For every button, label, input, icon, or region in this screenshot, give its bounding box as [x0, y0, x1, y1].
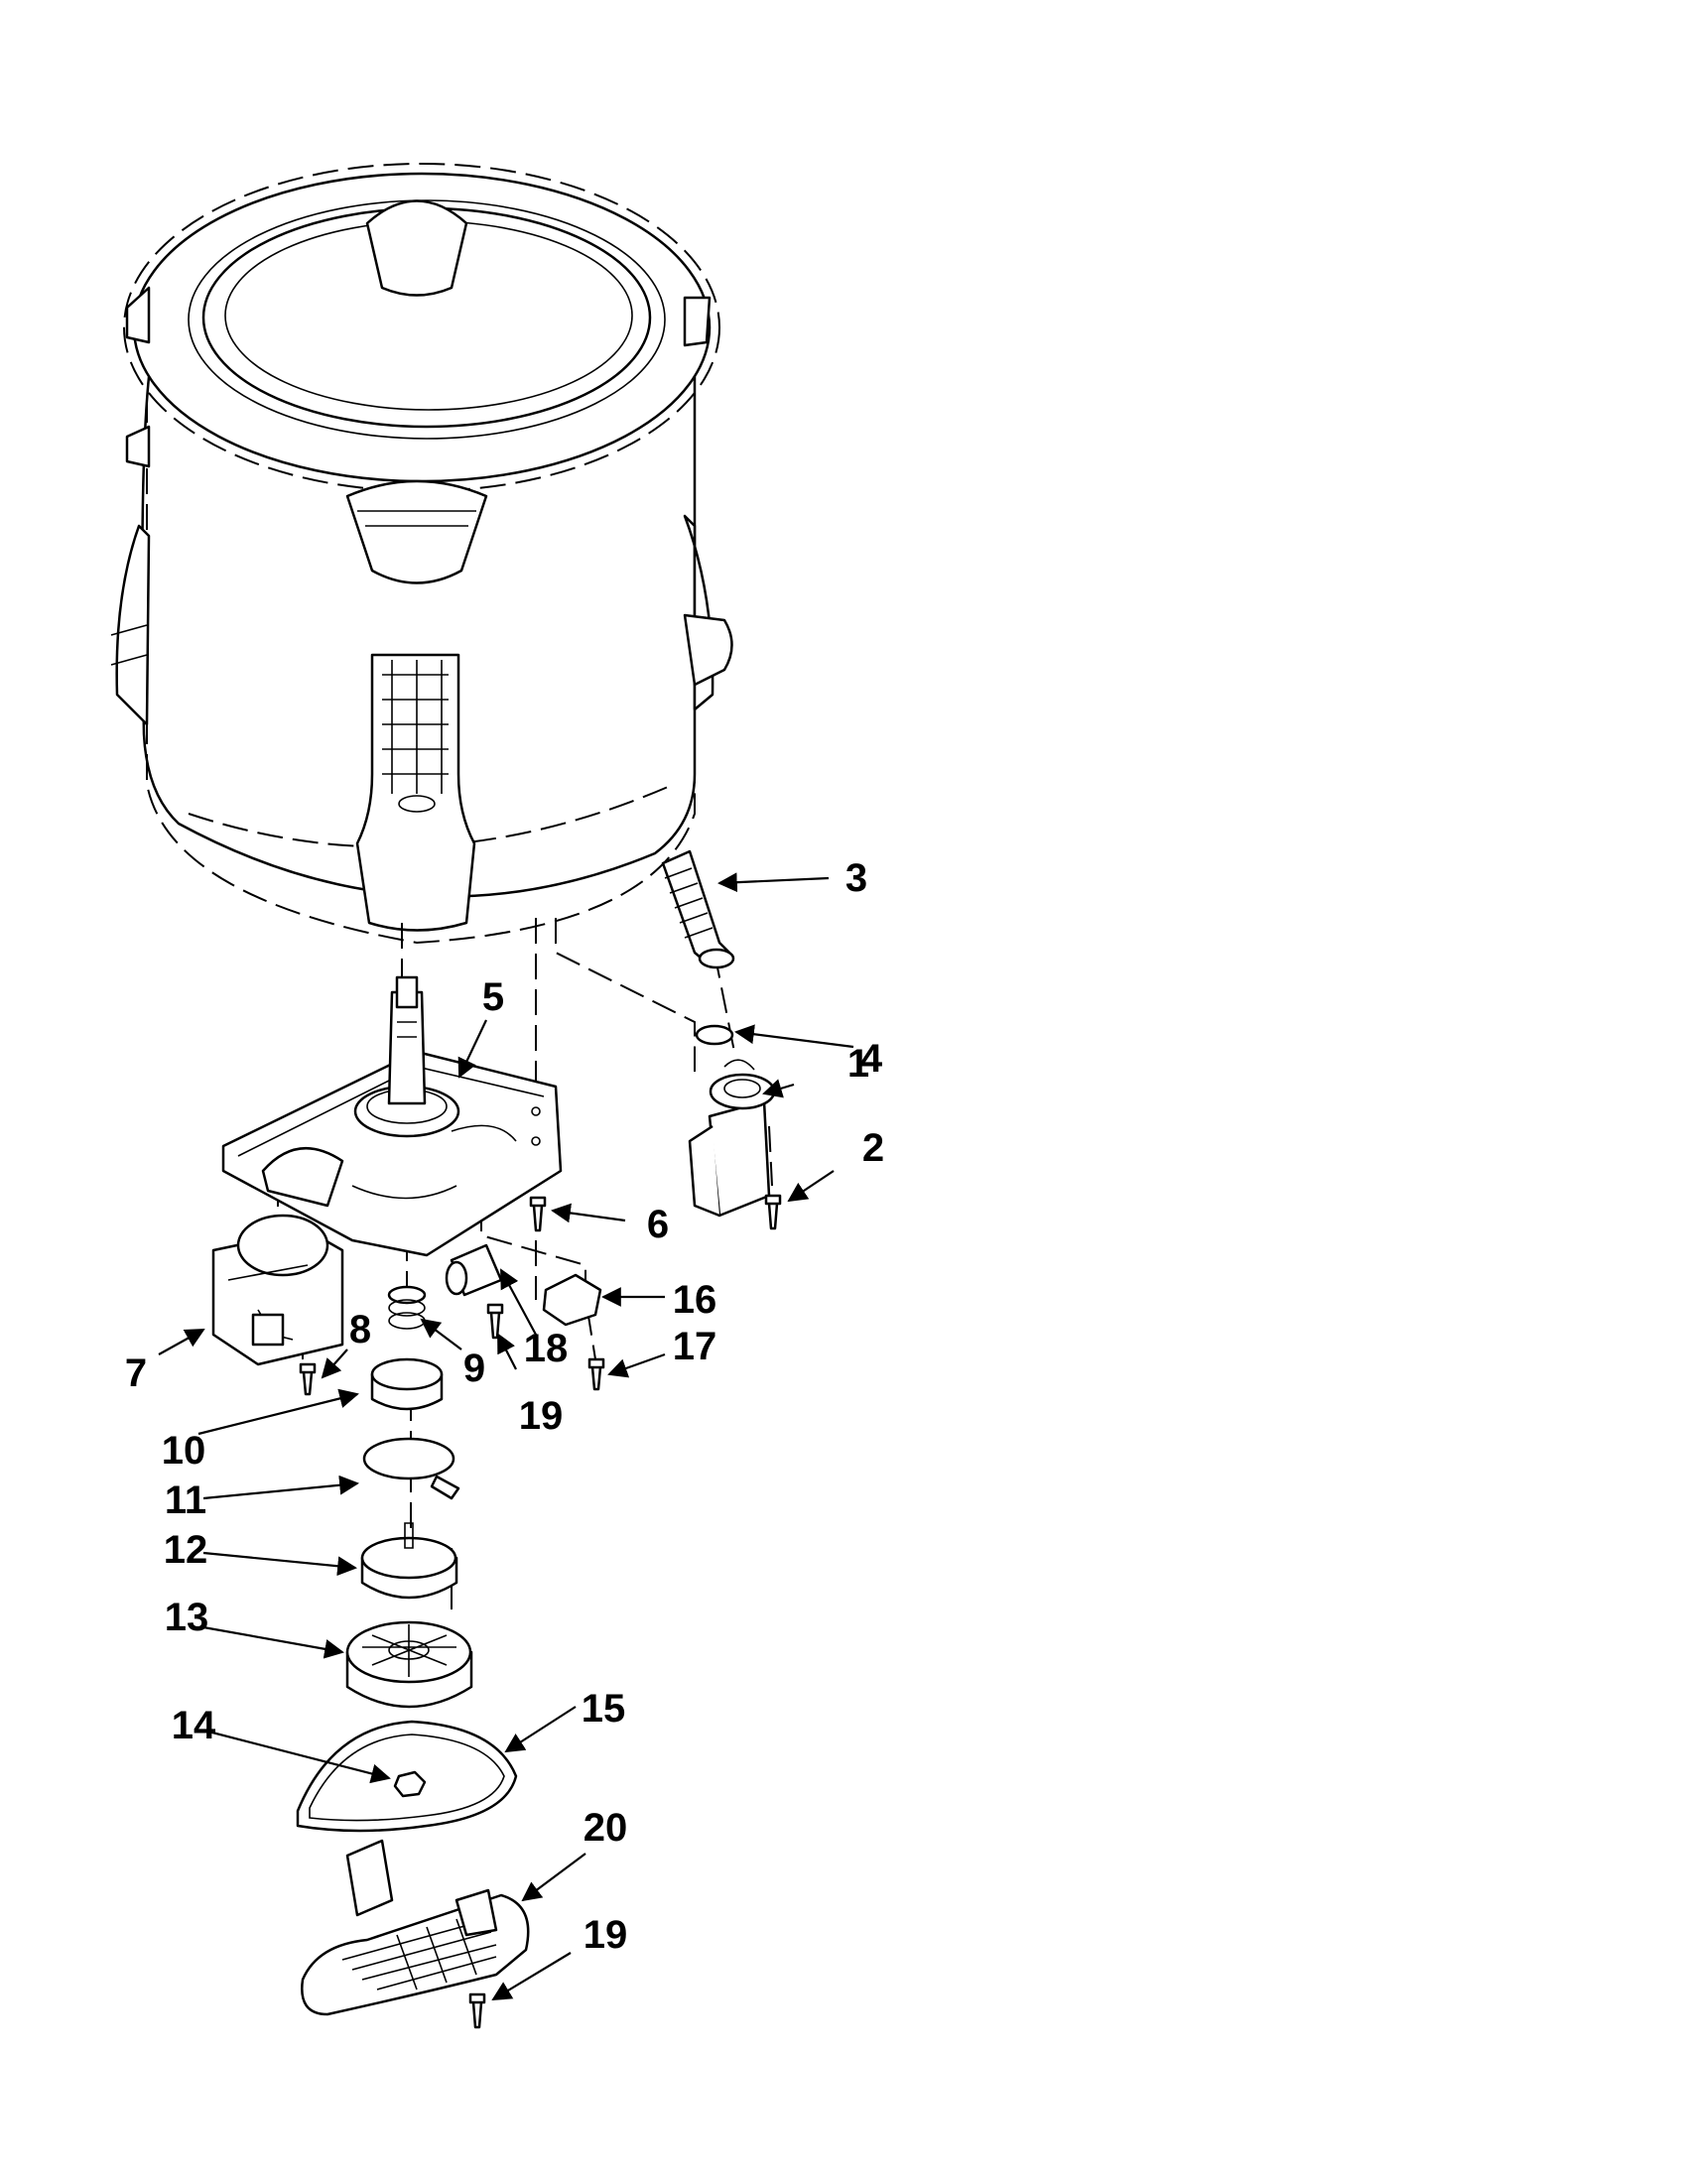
callout-3: 3 — [845, 856, 867, 900]
base-shield — [301, 1839, 530, 2016]
callout-19-upper: 19 — [519, 1394, 564, 1438]
callout-8: 8 — [349, 1308, 371, 1351]
drive-pulley — [345, 1620, 473, 1709]
leader-lines — [158, 872, 854, 2001]
callout-18: 18 — [524, 1327, 569, 1370]
retaining-clip — [362, 1437, 460, 1500]
callout-7: 7 — [125, 1351, 147, 1395]
drive-motor — [211, 1214, 344, 1366]
assembly-lines — [277, 918, 773, 1617]
drain-pump — [688, 1059, 776, 1218]
callout-1: 1 — [847, 1042, 869, 1086]
callout-5: 5 — [482, 975, 504, 1019]
screws — [299, 1194, 782, 2029]
lid-switch — [542, 1273, 602, 1327]
callout-15: 15 — [582, 1687, 626, 1731]
callout-9: 9 — [463, 1347, 485, 1390]
callout-20: 20 — [584, 1806, 628, 1850]
hose-clamp — [695, 1024, 734, 1046]
callout-6: 6 — [647, 1203, 669, 1246]
callout-10: 10 — [162, 1429, 206, 1473]
callout-17: 17 — [673, 1325, 717, 1368]
callout-11: 11 — [165, 1478, 206, 1522]
drive-assembly — [221, 975, 563, 1257]
callout-2: 2 — [862, 1126, 884, 1170]
callout-19-lower: 19 — [584, 1913, 628, 1957]
drain-hose — [661, 849, 735, 969]
outer-tub — [110, 163, 733, 945]
capacitor — [445, 1243, 503, 1297]
callout-12: 12 — [164, 1528, 208, 1572]
callout-16: 16 — [673, 1278, 717, 1322]
callout-14: 14 — [172, 1704, 216, 1747]
clutch-cam — [360, 1522, 458, 1600]
pulley-nut — [393, 1770, 427, 1798]
callout-4: 4 — [860, 1037, 883, 1081]
callout-13: 13 — [165, 1596, 209, 1639]
drive-ring — [370, 1357, 444, 1411]
clutch-spring — [387, 1285, 427, 1330]
callout-labels: 1 2 3 4 5 6 7 8 9 10 11 12 13 14 15 16 1… — [125, 856, 884, 1957]
